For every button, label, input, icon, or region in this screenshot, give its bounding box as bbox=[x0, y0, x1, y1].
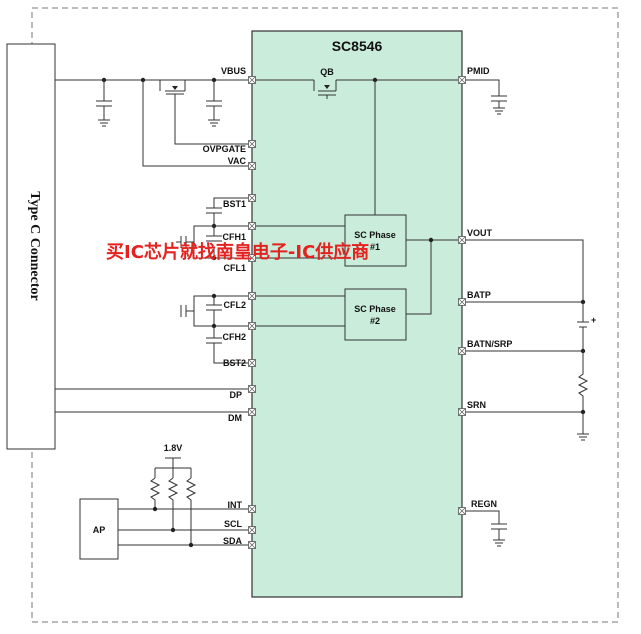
sc-phase-2-block bbox=[344, 288, 407, 341]
left-pin-cross-8 bbox=[248, 359, 256, 367]
phase2-label-line2: #2 bbox=[370, 316, 380, 326]
pin-vbus: VBUS bbox=[221, 66, 246, 76]
left-pin-cross-0 bbox=[248, 76, 256, 84]
left-pin-cross-4 bbox=[248, 222, 256, 230]
right-pin-cross-2 bbox=[458, 298, 466, 306]
pin-dp: DP bbox=[229, 390, 242, 400]
pin-srn: SRN bbox=[467, 400, 486, 410]
ap-block bbox=[79, 498, 119, 560]
left-pin-cross-2 bbox=[248, 162, 256, 170]
phase1-label-line2: #1 bbox=[370, 242, 380, 252]
right-pin-cross-4 bbox=[458, 408, 466, 416]
ap-label: AP bbox=[93, 525, 106, 535]
pin-vac: VAC bbox=[228, 156, 247, 166]
pin-batp: BATP bbox=[467, 290, 491, 300]
phase1-label-line1: SC Phase bbox=[354, 230, 396, 240]
supply-label: 1.8V bbox=[164, 443, 183, 453]
left-pin-cross-10 bbox=[248, 408, 256, 416]
right-pin-cross-0 bbox=[458, 76, 466, 84]
left-pin-cross-5 bbox=[248, 254, 256, 262]
pin-batn-srp: BATN/SRP bbox=[467, 339, 512, 349]
pin-scl: SCL bbox=[224, 519, 243, 529]
right-pin-cross-3 bbox=[458, 347, 466, 355]
pin-bst2: BST2 bbox=[223, 358, 246, 368]
right-pin-cross-5 bbox=[458, 507, 466, 515]
left-pin-cross-13 bbox=[248, 541, 256, 549]
left-pin-cross-3 bbox=[248, 194, 256, 202]
pin-sda: SDA bbox=[223, 536, 243, 546]
pin-ovpgate: OVPGATE bbox=[203, 144, 246, 154]
left-pin-cross-7 bbox=[248, 322, 256, 330]
phase2-label-line1: SC Phase bbox=[354, 304, 396, 314]
pin-cfh1: CFH1 bbox=[222, 232, 246, 242]
type-c-connector bbox=[6, 43, 56, 450]
connector-label: Type C Connector bbox=[27, 191, 42, 300]
pin-bst1: BST1 bbox=[223, 199, 246, 209]
pin-int: INT bbox=[228, 500, 243, 510]
qb-label: QB bbox=[320, 67, 334, 77]
left-pin-cross-9 bbox=[248, 385, 256, 393]
pin-markers bbox=[248, 76, 466, 549]
pin-pmid: PMID bbox=[467, 66, 490, 76]
chip-name: SC8546 bbox=[332, 38, 383, 54]
pin-dm: DM bbox=[228, 413, 242, 423]
left-pin-cross-6 bbox=[248, 292, 256, 300]
left-pin-cross-12 bbox=[248, 526, 256, 534]
pin-vout: VOUT bbox=[467, 228, 493, 238]
left-pin-cross-11 bbox=[248, 505, 256, 513]
pin-cfl2: CFL2 bbox=[224, 300, 247, 310]
pin-cfh2: CFH2 bbox=[222, 332, 246, 342]
right-pin-cross-1 bbox=[458, 236, 466, 244]
pin-regn: REGN bbox=[471, 499, 497, 509]
watermark: 买IC芯片就找南皇电子-IC供应商 bbox=[106, 241, 369, 263]
left-pin-cross-1 bbox=[248, 140, 256, 148]
battery-plus-sign: + bbox=[591, 315, 596, 325]
pin-cfl1: CFL1 bbox=[224, 263, 247, 273]
